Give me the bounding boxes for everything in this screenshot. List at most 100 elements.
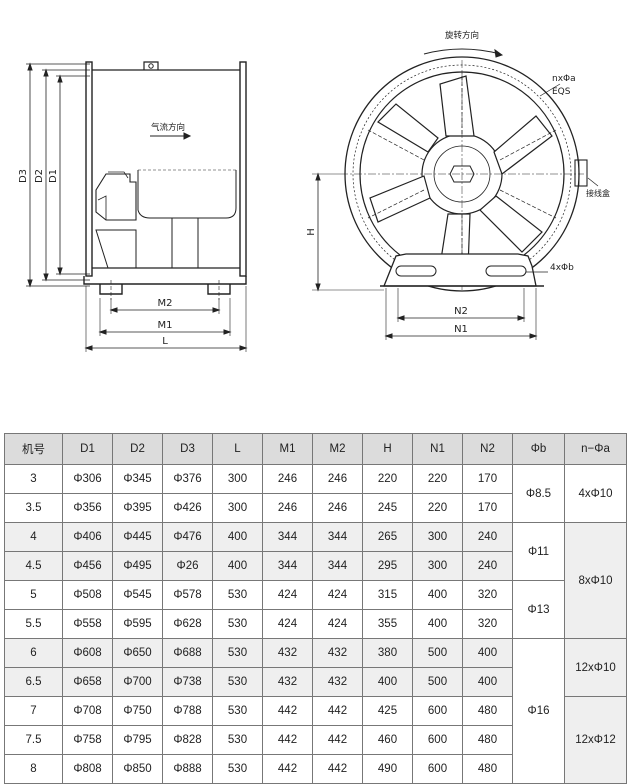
cell-d1: Φ608 (62, 638, 113, 668)
rotation-label: 旋转方向 (445, 30, 479, 41)
cell-m2: 432 (312, 667, 363, 697)
table-row: 6 Φ608 Φ650 Φ688 530 432 432 380 500 400… (4, 638, 627, 784)
cell-l: 300 (212, 464, 263, 494)
cell-m1: 424 (262, 609, 313, 639)
header-m2: M2 (312, 433, 363, 465)
header-d1: D1 (62, 433, 113, 465)
bolt-holes-label: nxΦa (552, 74, 576, 84)
cell-h: 220 (362, 464, 413, 494)
side-view (26, 61, 248, 352)
cell-model: 5 (4, 580, 63, 610)
fan-technical-drawing: 气流方向 D3 D2 D1 M2 M1 L (18, 30, 610, 352)
cell-h: 315 (362, 580, 413, 610)
cell-h: 245 (362, 493, 413, 523)
cell-m1: 442 (262, 725, 313, 755)
cell-n-phi-a: 12xΦ10 (564, 638, 627, 697)
cell-n2: 400 (462, 667, 513, 697)
cell-m1: 246 (262, 464, 313, 494)
cell-n2: 170 (462, 464, 513, 494)
cell-d2: Φ650 (112, 638, 163, 668)
cell-n1: 500 (412, 667, 463, 697)
cell-d2: Φ595 (112, 609, 163, 639)
cell-m2: 424 (312, 580, 363, 610)
cell-phi-b: Φ11 (512, 522, 565, 581)
eqs-label: EQS (552, 87, 571, 97)
m2-label: M2 (158, 298, 173, 309)
cell-l: 530 (212, 580, 263, 610)
header-n2: N2 (462, 433, 513, 465)
cell-l: 530 (212, 696, 263, 726)
cell-h: 355 (362, 609, 413, 639)
d3-label: D3 (18, 169, 29, 183)
cell-d1: Φ558 (62, 609, 113, 639)
cell-model: 7 (4, 696, 63, 726)
cell-d1: Φ708 (62, 696, 113, 726)
cell-d1: Φ406 (62, 522, 113, 552)
cell-m2: 432 (312, 638, 363, 668)
cell-l: 530 (212, 754, 263, 784)
table-row: 5.5 Φ558 Φ595 Φ628 530 424 424 355 400 3… (4, 609, 627, 639)
cell-d2: Φ700 (112, 667, 163, 697)
cell-n-phi-a: 4xΦ10 (564, 464, 627, 523)
table-row: 7 Φ708 Φ750 Φ788 530 442 442 425 600 480… (4, 696, 627, 784)
n1-label: N1 (454, 324, 468, 335)
d2-label: D2 (34, 169, 45, 183)
cell-m2: 424 (312, 609, 363, 639)
cell-phi-b: Φ13 (512, 580, 565, 639)
header-n-phi-a: n−Φa (564, 433, 627, 465)
cell-n2: 480 (462, 696, 513, 726)
cell-d2: Φ850 (112, 754, 163, 784)
cell-l: 530 (212, 609, 263, 639)
cell-d2: Φ445 (112, 522, 163, 552)
cell-h: 380 (362, 638, 413, 668)
table-row: 5 Φ508 Φ545 Φ578 530 424 424 315 400 320… (4, 580, 627, 639)
cell-model: 4 (4, 522, 63, 552)
cell-m1: 432 (262, 638, 313, 668)
cell-d1: Φ508 (62, 580, 113, 610)
cell-n1: 600 (412, 725, 463, 755)
cell-d3: Φ738 (162, 667, 213, 697)
cell-n2: 240 (462, 522, 513, 552)
cell-d1: Φ356 (62, 493, 113, 523)
cell-d3: Φ476 (162, 522, 213, 552)
cell-d3: Φ578 (162, 580, 213, 610)
cell-l: 530 (212, 725, 263, 755)
cell-n1: 300 (412, 551, 463, 581)
cell-model: 3.5 (4, 493, 63, 523)
header-h: H (362, 433, 413, 465)
cell-d2: Φ395 (112, 493, 163, 523)
m1-label: M1 (158, 320, 173, 331)
cell-m1: 442 (262, 696, 313, 726)
cell-model: 4.5 (4, 551, 63, 581)
cell-d3: Φ426 (162, 493, 213, 523)
header-l: L (212, 433, 263, 465)
cell-d1: Φ808 (62, 754, 113, 784)
header-n1: N1 (412, 433, 463, 465)
cell-n1: 600 (412, 754, 463, 784)
cell-d2: Φ345 (112, 464, 163, 494)
cell-d1: Φ456 (62, 551, 113, 581)
l-label: L (162, 336, 168, 347)
cell-m1: 432 (262, 667, 313, 697)
cell-phi-b: Φ8.5 (512, 464, 565, 523)
header-m1: M1 (262, 433, 313, 465)
cell-l: 530 (212, 667, 263, 697)
cell-n1: 300 (412, 522, 463, 552)
cell-m2: 442 (312, 754, 363, 784)
front-view (312, 48, 599, 340)
cell-h: 460 (362, 725, 413, 755)
table-row: 3.5 Φ356 Φ395 Φ426 300 246 246 245 220 1… (4, 493, 627, 523)
table-row: 4 Φ406 Φ445 Φ476 400 344 344 265 300 240… (4, 522, 627, 639)
cell-n2: 320 (462, 580, 513, 610)
cell-m2: 246 (312, 464, 363, 494)
cell-h: 400 (362, 667, 413, 697)
header-model: 机号 (4, 433, 63, 465)
cell-d3: Φ376 (162, 464, 213, 494)
cell-n1: 400 (412, 580, 463, 610)
table-header-row: 机号 D1 D2 D3 L M1 M2 H N1 N2 Φb n−Φa (4, 433, 627, 465)
airflow-label: 气流方向 (151, 122, 185, 133)
table-row: 3 Φ306 Φ345 Φ376 300 246 246 220 220 170… (4, 464, 627, 523)
n2-label: N2 (454, 306, 468, 317)
table-row: 6.5 Φ658 Φ700 Φ738 530 432 432 400 500 4… (4, 667, 627, 697)
cell-d2: Φ545 (112, 580, 163, 610)
